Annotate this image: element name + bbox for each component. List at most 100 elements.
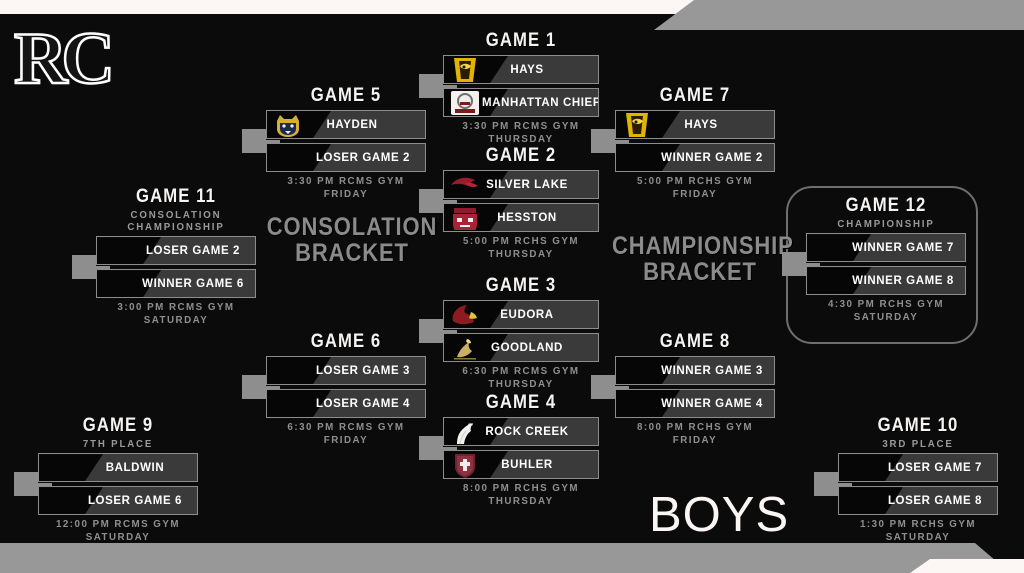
game-2-time-location: 5:00 PM RCHS GYM THURSDAY <box>462 235 580 261</box>
manhattan-chief-logo <box>448 90 482 115</box>
bottom-gray-band <box>0 543 1010 573</box>
game-7-slot-1[interactable]: HAYS <box>615 110 775 139</box>
game-9-slot-1[interactable]: BALDWIN <box>38 453 198 483</box>
bottom-cream-band <box>910 559 1024 573</box>
game-11-time-location: 3:00 PM RCMS GYM SATURDAY <box>117 301 235 327</box>
game-3-title: GAME 3 <box>485 275 557 296</box>
game-12-subtitle: CHAMPIONSHIP <box>837 218 935 230</box>
game-7-title: GAME 7 <box>659 85 731 106</box>
top-gray-band <box>654 0 1024 30</box>
game-7-team-2: WINNER GAME 2 <box>661 151 763 164</box>
rock-creek-logo: RC <box>13 18 116 100</box>
silver-lake-eagles-logo <box>448 172 482 197</box>
game-4-title: GAME 4 <box>485 392 557 413</box>
game-1-team-1: HAYS <box>510 63 544 76</box>
game-3-slot-1[interactable]: EUDORA <box>443 300 599 329</box>
game-3-team-2: GOODLAND <box>491 341 563 354</box>
game-2-slots: SILVER LAKE HESSTON <box>419 170 599 232</box>
game-5-slots: HAYDEN LOSER GAME 2 <box>242 110 426 172</box>
game-4-connector <box>419 436 457 460</box>
game-6-title: GAME 6 <box>310 331 382 352</box>
consolation-bracket-label: CONSOLATION BRACKET <box>266 213 438 267</box>
game-11-subtitle: CONSOLATION CHAMPIONSHIP <box>127 209 225 234</box>
game-10-subtitle: 3RD PLACE <box>882 438 954 450</box>
game-3-team-1: EUDORA <box>500 308 554 321</box>
hayden-wildcats-logo <box>271 112 305 137</box>
game-1-slot-1[interactable]: HAYS <box>443 55 599 84</box>
game-3: GAME 3 EUDORA GOODLAND 6:30 PM RCMS GYM THU… <box>419 275 599 391</box>
game-4-time-location: 8:00 PM RCHS GYM THURSDAY <box>462 482 580 508</box>
game-11-slot-1[interactable]: LOSER GAME 2 <box>96 236 256 266</box>
game-5-connector <box>242 129 280 153</box>
game-5-time-location: 3:30 PM RCMS GYM FRIDAY <box>287 175 405 201</box>
game-10-team-1: LOSER GAME 7 <box>887 461 983 474</box>
game-10-team-2: LOSER GAME 8 <box>887 494 983 507</box>
game-10-slot-2[interactable]: LOSER GAME 8 <box>838 486 998 516</box>
game-8-team-2: WINNER GAME 4 <box>661 397 763 410</box>
game-11-team-1: LOSER GAME 2 <box>145 244 241 257</box>
game-9-subtitle: 7TH PLACE <box>82 438 154 450</box>
game-10-slot-1[interactable]: LOSER GAME 7 <box>838 453 998 483</box>
game-2-team-2: HESSTON <box>497 211 557 224</box>
game-1-slot-2[interactable]: MANHATTAN CHIEF <box>443 88 599 117</box>
game-2-team-1: SILVER LAKE <box>486 178 568 191</box>
game-5-team-1: HAYDEN <box>326 118 378 131</box>
game-12-time-location: 4:30 PM RCHS GYM SATURDAY <box>827 298 945 324</box>
goodland-cowboys-logo <box>448 335 482 360</box>
game-9-team-1: BALDWIN <box>105 461 165 474</box>
game-4-slot-2[interactable]: BUHLER <box>443 450 599 479</box>
game-4-team-1: ROCK CREEK <box>485 425 569 438</box>
game-12-title: GAME 12 <box>845 195 927 216</box>
game-6-slot-1[interactable]: LOSER GAME 3 <box>266 356 426 385</box>
game-2-slot-2[interactable]: HESSTON <box>443 203 599 232</box>
game-3-time-location: 6:30 PM RCMS GYM THURSDAY <box>462 365 580 391</box>
game-2-connector <box>419 189 457 213</box>
game-3-slot-2[interactable]: GOODLAND <box>443 333 599 362</box>
game-9-slot-2[interactable]: LOSER GAME 6 <box>38 486 198 516</box>
game-6-slot-2[interactable]: LOSER GAME 4 <box>266 389 426 418</box>
game-8-title: GAME 8 <box>659 331 731 352</box>
game-7-slots: HAYS WINNER GAME 2 <box>591 110 775 172</box>
game-8-slot-1[interactable]: WINNER GAME 3 <box>615 356 775 385</box>
game-11-connector <box>72 255 110 280</box>
game-11-slot-2[interactable]: WINNER GAME 6 <box>96 269 256 299</box>
game-11-slots: LOSER GAME 2 WINNER GAME 6 <box>72 236 256 299</box>
game-12-slot-2[interactable]: WINNER GAME 8 <box>806 266 966 296</box>
game-7: GAME 7 HAYS WINNER GAME 2 5:00 PM RCHS GYM … <box>591 85 775 201</box>
game-5-slot-2[interactable]: LOSER GAME 2 <box>266 143 426 172</box>
game-6-team-1: LOSER GAME 3 <box>315 364 411 377</box>
game-9-title: GAME 9 <box>82 415 154 436</box>
game-1-connector <box>419 74 457 98</box>
game-1-team-2: MANHATTAN CHIEF <box>482 96 598 109</box>
game-1-time-location: 3:30 PM RCMS GYM THURSDAY <box>462 120 580 146</box>
championship-bracket-label: CHAMPIONSHIP BRACKET <box>612 232 794 286</box>
game-5-title: GAME 5 <box>310 85 382 106</box>
game-7-time-location: 5:00 PM RCHS GYM FRIDAY <box>636 175 754 201</box>
top-cream-band <box>0 0 700 14</box>
game-5-slot-1[interactable]: HAYDEN <box>266 110 426 139</box>
game-8-slot-2[interactable]: WINNER GAME 4 <box>615 389 775 418</box>
game-7-team-1: HAYS <box>684 118 718 131</box>
game-1-title: GAME 1 <box>485 30 557 51</box>
game-3-slots: EUDORA GOODLAND <box>419 300 599 362</box>
game-12-team-1: WINNER GAME 7 <box>852 241 954 254</box>
game-1-slots: HAYS MANHATTAN CHIEF <box>419 55 599 117</box>
game-4-slot-1[interactable]: ROCK CREEK <box>443 417 599 446</box>
game-8-connector <box>591 375 629 399</box>
hesston-swathers-logo <box>448 205 482 230</box>
game-11-team-2: WINNER GAME 6 <box>142 277 244 290</box>
game-2-slot-1[interactable]: SILVER LAKE <box>443 170 599 199</box>
game-4: GAME 4 ROCK CREEK BUHLER 8:00 PM RCHS GYM T… <box>419 392 599 508</box>
game-12-slot-1[interactable]: WINNER GAME 7 <box>806 233 966 263</box>
game-8-slots: WINNER GAME 3 WINNER GAME 4 <box>591 356 775 418</box>
game-1: GAME 1 HAYS MANHATTAN CHIEF 3:30 PM RCMS GY… <box>419 30 599 146</box>
game-7-slot-2[interactable]: WINNER GAME 2 <box>615 143 775 172</box>
game-6-connector <box>242 375 280 399</box>
game-10-time-location: 1:30 PM RCHS GYM SATURDAY <box>859 518 977 544</box>
